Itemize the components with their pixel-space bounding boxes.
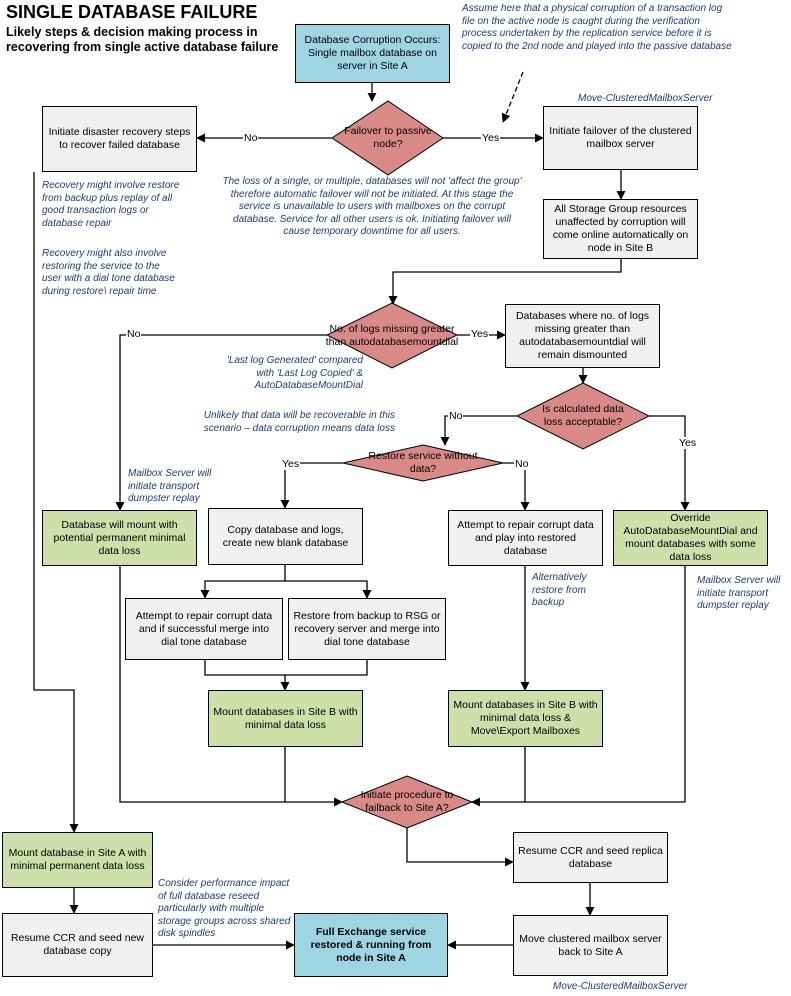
edge-acceptable-yes [649,415,690,511]
note-unlikely: Unlikely that data will be recoverable i… [203,410,395,434]
box-initiate-dr: Initiate disaster recovery steps to reco… [42,106,197,172]
box-sg-resources: All Storage Group resources unaffected b… [543,199,698,259]
note-consider-performance: Consider performance impact of full data… [158,878,291,939]
label-restore-no: No [514,458,530,470]
box-move-back-site-a: Move clustered mailbox server back to Si… [513,915,668,976]
decision-logs-shape [325,302,459,369]
label-failover-no: No [243,132,259,144]
label-restore-yes: Yes [281,458,301,470]
page-title: SINGLE DATABASE FAILURE [6,2,258,22]
edge-copy-split [204,565,368,598]
decision-restore-without-data: Restore service without data? [368,450,478,475]
box-resume-ccr-seed-replica: Resume CCR and seed replica database [513,832,668,883]
note-move-cms-top: Move-ClusteredMailboxServer [578,93,713,104]
edge-override-to-failback [525,566,686,803]
note-last-log: 'Last log Generated' compared with 'Last… [226,355,363,391]
box-full-service-restored: Full Exchange service restored & running… [294,913,448,977]
decision-restore-shape [342,444,504,482]
note-recovery-backup: Recovery might involve restore from back… [42,180,180,229]
box-copy-db: Copy database and logs, create new blank… [208,508,363,565]
edge-assume-dashed [501,71,524,123]
edge-dbmount-to-failback [119,566,343,807]
label-logs-no: No [126,328,142,340]
note-recovery-dial-tone: Recovery might also involve restoring th… [42,248,175,297]
box-restore-rsg: Restore from backup to RSG or recovery s… [288,598,446,660]
box-attempt-repair-merge: Attempt to repair corrupt data and if su… [125,598,283,660]
decision-failover-passive: Failover to passive node? [344,125,432,150]
decision-data-loss-acceptable: Is calculated data loss acceptable? [542,403,624,428]
box-mount-site-b-minimal: Mount databases in Site B with minimal d… [208,690,363,747]
note-loss-single: The loss of a single, or multiple, datab… [222,176,522,237]
edge-sg-to-logs [388,259,622,305]
label-acceptable-yes: Yes [678,437,698,449]
decision-failback: Initiate procedure to failback to Site A… [360,789,454,814]
box-override-mountdial: Override AutoDatabaseMountDial and mount… [613,510,768,566]
decision-failover-shape [331,100,444,176]
edge-acceptable-no [440,415,517,446]
label-failover-yes: Yes [481,132,501,144]
edge-mountmove-to-failback [471,747,526,807]
decision-logs-missing: No. of logs missing greater than autodat… [325,323,459,348]
note-assume-corruption: Assume here that a physical corruption o… [462,3,732,52]
box-mount-site-a: Mount database in Site A with minimal pe… [2,832,153,888]
note-move-cms-bottom: Move-ClusteredMailboxServer [553,981,688,992]
decision-acceptable-shape [515,382,651,450]
decision-failback-shape [340,775,474,829]
box-dbs-dismounted: Databases where no. of logs missing grea… [505,304,660,368]
note-alternatively: Alternatively restore from backup [532,572,587,608]
edge-logs-no [115,334,327,511]
note-mailbox-server-left: Mailbox Server will initiate transport d… [128,468,212,504]
edge-dr-to-siteA [33,172,79,833]
edge-failback-down [406,828,514,867]
label-acceptable-no: No [448,410,464,422]
page-subtitle: Likely steps & decision making process i… [6,25,279,54]
box-resume-ccr-new-copy: Resume CCR and seed new database copy [2,913,153,977]
edge-merge-join [204,660,368,690]
box-initiate-failover: Initiate failover of the clustered mailb… [543,106,698,170]
label-logs-yes: Yes [470,328,490,340]
box-db-mount-loss: Database will mount with potential perma… [42,510,197,566]
box-attempt-repair-play: Attempt to repair corrupt data and play … [448,510,603,566]
box-mount-site-b-move: Mount databases in Site B with minimal d… [448,690,603,747]
note-mailbox-server-right: Mailbox Server will initiate transport d… [697,575,781,611]
edge-restore-no [503,462,530,511]
box-corruption-occurs: Database Corruption Occurs: Single mailb… [295,24,450,83]
